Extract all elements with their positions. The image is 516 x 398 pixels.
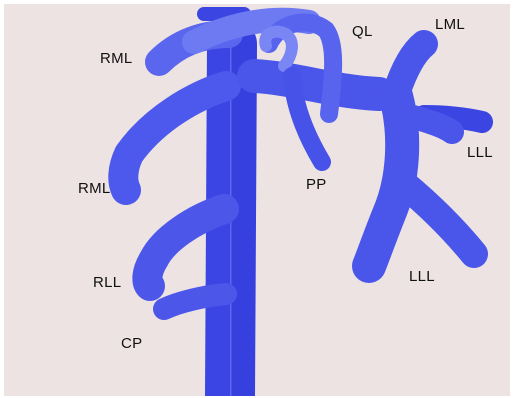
portal-vein-model xyxy=(4,4,510,396)
label-rml-lower: RML xyxy=(78,180,111,197)
label-pp: PP xyxy=(306,176,327,193)
label-lml: LML xyxy=(435,16,465,33)
label-rll: RLL xyxy=(93,274,121,291)
label-rml-upper: RML xyxy=(100,50,133,67)
label-cp: CP xyxy=(121,335,142,352)
branch-lll-lower xyxy=(404,184,474,254)
diagram-canvas: RML QL LML LLL RML PP RLL LLL CP xyxy=(4,4,510,396)
branch-lml xyxy=(396,44,424,94)
branch-left-connector xyxy=(254,76,379,94)
label-lll-upper: LLL xyxy=(467,144,493,161)
label-ql: QL xyxy=(352,23,373,40)
label-lll-lower: LLL xyxy=(409,268,435,285)
